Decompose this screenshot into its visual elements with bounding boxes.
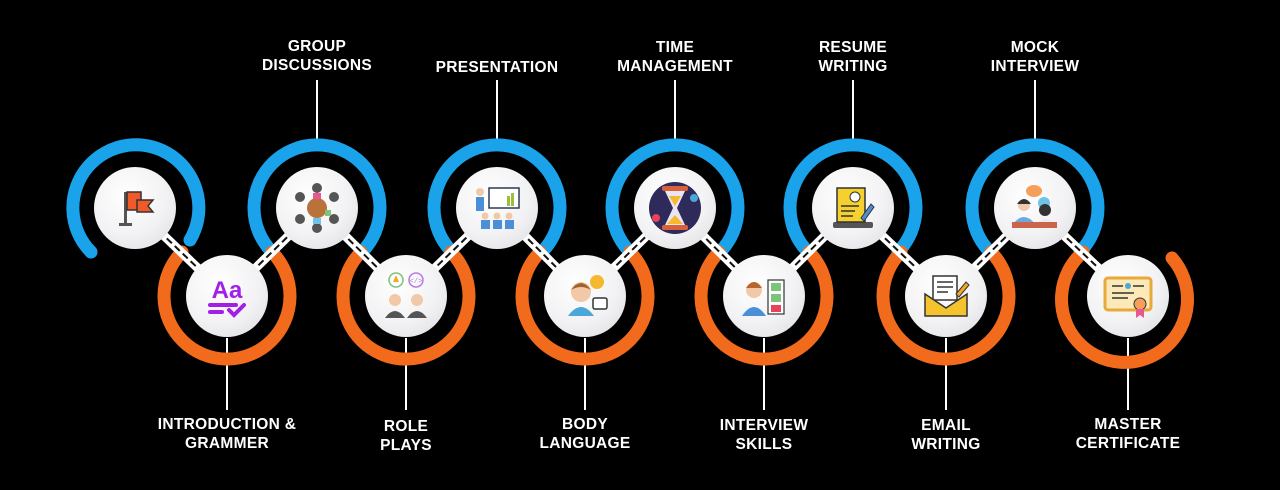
step-5-node: [456, 167, 538, 249]
svg-text:</>: </>: [410, 278, 423, 286]
presentation-icon: [476, 187, 520, 229]
step-11-node: [994, 167, 1076, 249]
hourglass-icon: [649, 182, 701, 234]
step-3-node: [276, 167, 358, 249]
step-9-node: [812, 167, 894, 249]
step-12-node: [1087, 255, 1169, 337]
step-1-node: [94, 167, 176, 249]
email-envelope-icon: [924, 275, 970, 317]
label-mock-interview: MOCK INTERVIEW: [990, 39, 1080, 75]
label-resume-writing: RESUME WRITING: [818, 39, 888, 75]
label-presentation: PRESENTATION: [435, 59, 559, 76]
step-7-node: [634, 167, 716, 249]
svg-text:Aa: Aa: [212, 277, 243, 304]
certificate-icon: [1103, 276, 1153, 318]
body-language-icon: [568, 275, 608, 316]
label-email-writing: EMAIL WRITING: [911, 417, 981, 453]
mock-interview-icon: [1012, 185, 1057, 228]
bottom-rings: [157, 245, 1194, 369]
label-time-management: TIME MANAGEMENT: [617, 39, 733, 75]
step-2-node: Aa: [186, 255, 268, 337]
label-lines: [226, 80, 1129, 410]
step-6-node: [544, 255, 626, 337]
step-4-node: </>: [365, 255, 447, 337]
role-play-icon: </>: [385, 272, 427, 318]
top-rings: [66, 138, 1105, 259]
label-interview-skills: INTERVIEW SKILLS: [719, 417, 809, 453]
flag-icon: [119, 191, 155, 226]
group-discussion-icon: [295, 183, 339, 233]
label-role-plays: ROLE PLAYS: [380, 418, 432, 454]
grammar-aa-icon: Aa: [208, 277, 246, 318]
label-group-discussions: GROUP DISCUSSIONS: [261, 38, 373, 74]
interview-checklist-icon: [742, 279, 785, 316]
label-body-language: BODY LANGUAGE: [539, 416, 631, 452]
step-8-node: [723, 255, 805, 337]
resume-icon: [833, 187, 875, 228]
step-10-node: [905, 255, 987, 337]
label-master-certificate: MASTER CERTIFICATE: [1075, 416, 1181, 452]
label-introduction-grammer: INTRODUCTION & GRAMMER: [157, 416, 297, 452]
